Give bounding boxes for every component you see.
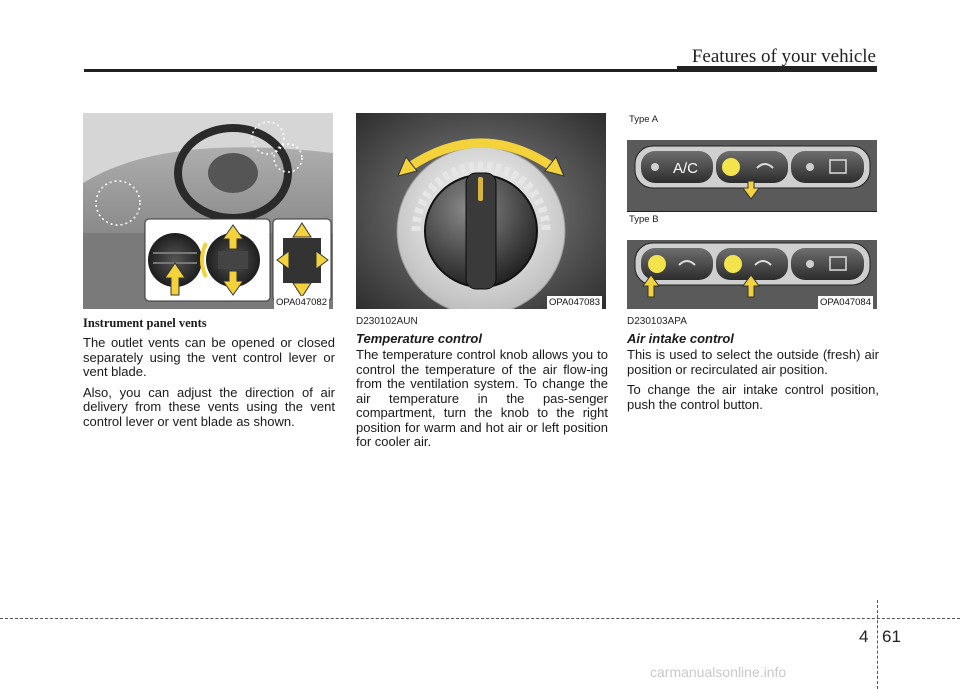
section-heading: Temperature control — [356, 331, 482, 346]
watermark[interactable]: carmanualsonline.info — [650, 664, 787, 680]
air-intake-control-section: D230103APA Air intake control This is us… — [627, 316, 879, 418]
figure-code: OPA047082 — [273, 296, 329, 309]
section-code: D230102AUN — [356, 316, 418, 327]
type-a-label: Type A — [629, 114, 659, 125]
vents-illustration: OPA047082 — [83, 113, 333, 309]
ac-button-label: A/C — [673, 160, 698, 177]
figure-code: OPA047084 — [817, 296, 873, 309]
air-intake-drawing: A/C — [627, 113, 877, 309]
type-b-label: Type B — [629, 214, 659, 225]
running-header: Features of your vehicle — [691, 46, 876, 67]
body-paragraph: Also, you can adjust the direction of ai… — [83, 384, 335, 429]
instrument-panel-vents-section: Instrument panel vents The outlet vents … — [83, 316, 335, 435]
footer-rule — [0, 618, 960, 619]
temperature-knob-illustration: OPA047083 — [356, 113, 606, 309]
body-paragraph: This is used to select the outside (fres… — [627, 347, 879, 377]
page-number: 61 — [882, 627, 901, 646]
section-heading: Air intake control — [627, 331, 734, 346]
footer-divider — [877, 600, 878, 689]
chapter-number: 4 — [859, 627, 869, 646]
temperature-knob-drawing — [356, 113, 606, 309]
temperature-control-section: D230102AUN Temperature control The tempe… — [356, 316, 608, 456]
figure-code: OPA047083 — [546, 296, 602, 309]
section-heading: Instrument panel vents — [83, 316, 207, 330]
header-rule-accent — [677, 66, 877, 71]
body-paragraph: The outlet vents can be opened or closed… — [83, 335, 335, 379]
header-rule — [84, 69, 877, 72]
body-paragraph: The temperature control knob allows you … — [356, 347, 608, 449]
body-paragraph: To change the air intake control positio… — [627, 382, 879, 412]
section-code: D230103APA — [627, 316, 687, 327]
air-intake-illustration: A/C Type A Type B OPA047084 — [627, 113, 877, 309]
dashboard-vents-drawing — [83, 113, 333, 309]
